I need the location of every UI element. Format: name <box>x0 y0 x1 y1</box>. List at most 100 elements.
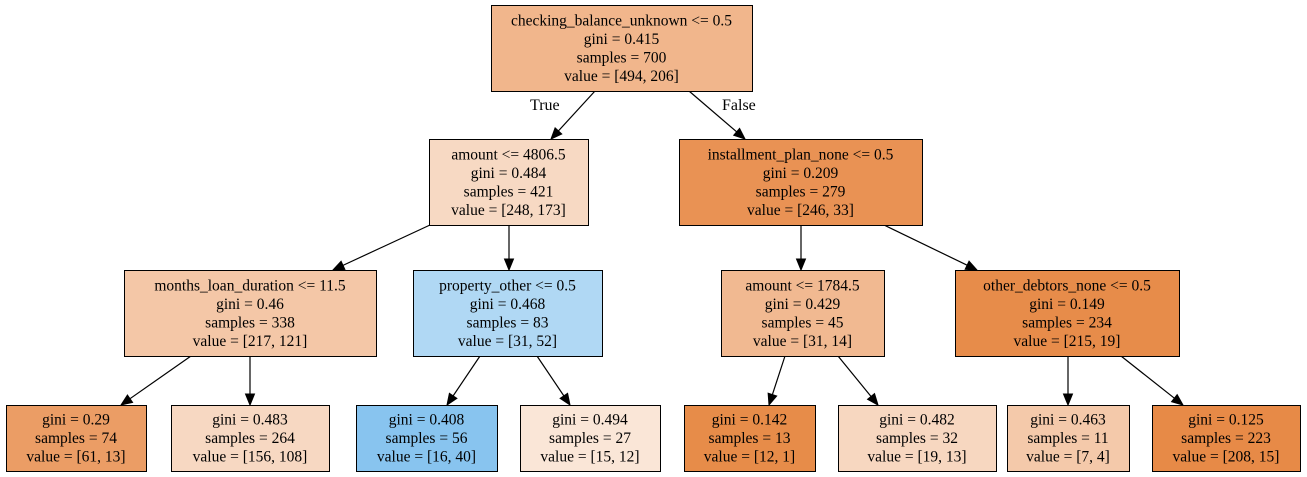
node-box <box>124 270 377 357</box>
edge-n4-n9 <box>446 355 481 407</box>
edge-n4-n10 <box>536 355 571 407</box>
node-box <box>171 405 330 472</box>
node-text-line: samples = 700 <box>577 49 667 66</box>
edge-n5-n11 <box>767 355 786 407</box>
node-text-line: gini = 0.125 <box>1188 412 1264 429</box>
node-text-line: gini = 0.142 <box>712 412 787 429</box>
node-text-line: value = [19, 13] <box>867 449 966 466</box>
node-text-line: gini = 0.29 <box>42 412 110 429</box>
node-box <box>1007 405 1130 472</box>
node-box <box>491 5 753 92</box>
node-text-line: gini = 0.468 <box>470 296 546 313</box>
node-text-line: installment_plan_none <= 0.5 <box>708 146 894 163</box>
edge-line <box>452 355 481 397</box>
edge-n6-n13 <box>1062 356 1074 407</box>
arrowhead-icon <box>244 393 256 407</box>
node-text-line: value = [16, 40] <box>377 449 476 466</box>
edge-n3-n7 <box>119 355 192 406</box>
node-text-line: gini = 0.415 <box>584 31 660 48</box>
edge-line <box>837 355 872 397</box>
arrowhead-icon <box>446 392 458 407</box>
node-text-line: value = [494, 206] <box>564 68 679 85</box>
node-text-line: gini = 0.463 <box>1030 412 1106 429</box>
node-text-line: samples = 264 <box>205 430 295 447</box>
node-text-line: samples = 45 <box>762 314 844 331</box>
node-text-line: value = [156, 108] <box>193 449 308 466</box>
node-text-line: gini = 0.494 <box>552 412 628 429</box>
node-text-line: checking_balance_unknown <= 0.5 <box>511 12 732 29</box>
arrowhead-icon <box>1170 393 1185 406</box>
edge-line <box>883 224 968 266</box>
node-box <box>838 405 997 472</box>
node-text-line: samples = 234 <box>1022 314 1112 331</box>
node-text-line: samples = 32 <box>876 430 958 447</box>
node-text-line: samples = 74 <box>35 430 117 447</box>
node-text-line: gini = 0.483 <box>212 412 288 429</box>
edge-label: False <box>722 97 756 114</box>
node-text-line: gini = 0.149 <box>1029 296 1105 313</box>
node-text-line: amount <= 4806.5 <box>451 146 566 163</box>
edge-n2-n5 <box>795 225 807 272</box>
node-text-line: samples = 13 <box>709 430 791 447</box>
arrowhead-icon <box>559 392 571 407</box>
node-text-line: value = [31, 14] <box>753 333 852 350</box>
node-text-line: other_debtors_none <= 0.5 <box>983 277 1151 294</box>
edge-n0-n2: False <box>688 90 756 140</box>
node-text-line: gini = 0.482 <box>879 412 954 429</box>
node-text-line: gini = 0.408 <box>389 412 465 429</box>
node-text-line: samples = 27 <box>549 430 631 447</box>
tree-node-n6: other_debtors_none <= 0.5 gini = 0.149sam… <box>955 270 1180 357</box>
node-box <box>413 270 603 357</box>
edge-line <box>688 90 738 133</box>
edge-n2-n6 <box>883 224 979 271</box>
node-text-line: gini = 0.209 <box>763 165 839 182</box>
tree-node-n0: checking_balance_unknown <= 0.5 gini = 0.… <box>491 5 753 92</box>
node-box <box>356 405 498 472</box>
node-box <box>955 270 1180 357</box>
node-text-line: value = [31, 52] <box>458 333 557 350</box>
node-text-line: value = [246, 33] <box>747 202 854 219</box>
node-text-line: value = [248, 173] <box>451 202 566 219</box>
arrowhead-icon <box>732 127 747 140</box>
node-text-line: property_other <= 0.5 <box>439 277 576 294</box>
arrowhead-icon <box>119 394 134 406</box>
arrowhead-icon <box>795 258 807 272</box>
edge-n1-n3 <box>331 224 431 271</box>
arrowhead-icon <box>767 392 778 407</box>
node-text-line: samples = 56 <box>386 430 468 447</box>
arrowhead-icon <box>331 260 346 271</box>
edge-line <box>557 90 596 132</box>
node-box <box>429 139 589 226</box>
node-text-line: gini = 0.484 <box>471 165 547 182</box>
tree-node-n2: installment_plan_none <= 0.5 gini = 0.209… <box>679 139 923 226</box>
arrowhead-icon <box>866 392 879 407</box>
edge-line <box>342 224 431 266</box>
arrowhead-icon <box>550 126 563 140</box>
node-text-line: gini = 0.46 <box>216 296 284 313</box>
node-box <box>1152 405 1301 472</box>
arrowhead-icon <box>503 258 515 272</box>
node-text-line: value = [15, 12] <box>540 449 639 466</box>
node-text-line: samples = 279 <box>756 183 846 200</box>
edge-line <box>1120 355 1175 399</box>
edge-line <box>129 355 192 400</box>
edge-n0-n1: True <box>530 90 596 140</box>
node-text-line: gini = 0.429 <box>765 296 841 313</box>
node-text-line: samples = 421 <box>464 183 554 200</box>
node-box <box>6 405 147 472</box>
edge-n6-n14 <box>1120 355 1185 406</box>
edge-line <box>771 355 786 395</box>
node-text-line: value = [12, 1] <box>704 449 795 466</box>
node-text-line: value = [208, 15] <box>1173 449 1280 466</box>
